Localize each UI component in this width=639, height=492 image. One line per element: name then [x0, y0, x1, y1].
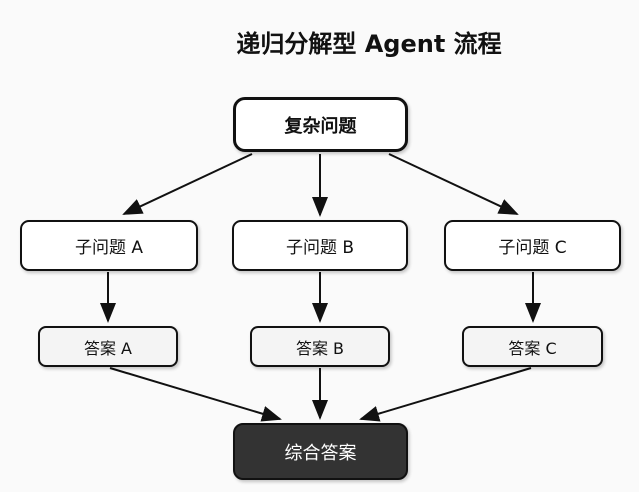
node-subproblem-c: 子问题 C — [444, 220, 621, 271]
node-answer-b: 答案 B — [250, 326, 390, 367]
edge-ans-c-to-final — [359, 367, 532, 422]
node-answer-c: 答案 C — [462, 326, 603, 367]
node-complex-problem: 复杂问题 — [233, 97, 408, 152]
node-answer-a: 答案 A — [38, 326, 178, 367]
edge-complex-to-sub-c — [388, 153, 519, 215]
node-final-answer: 综合答案 — [233, 423, 408, 480]
node-subproblem-a: 子问题 A — [20, 220, 198, 271]
node-subproblem-b: 子问题 B — [232, 220, 408, 271]
edge-ans-a-to-final — [109, 367, 282, 422]
edge-complex-to-sub-a — [122, 153, 253, 215]
diagram-title: 递归分解型 Agent 流程 — [236, 30, 502, 58]
